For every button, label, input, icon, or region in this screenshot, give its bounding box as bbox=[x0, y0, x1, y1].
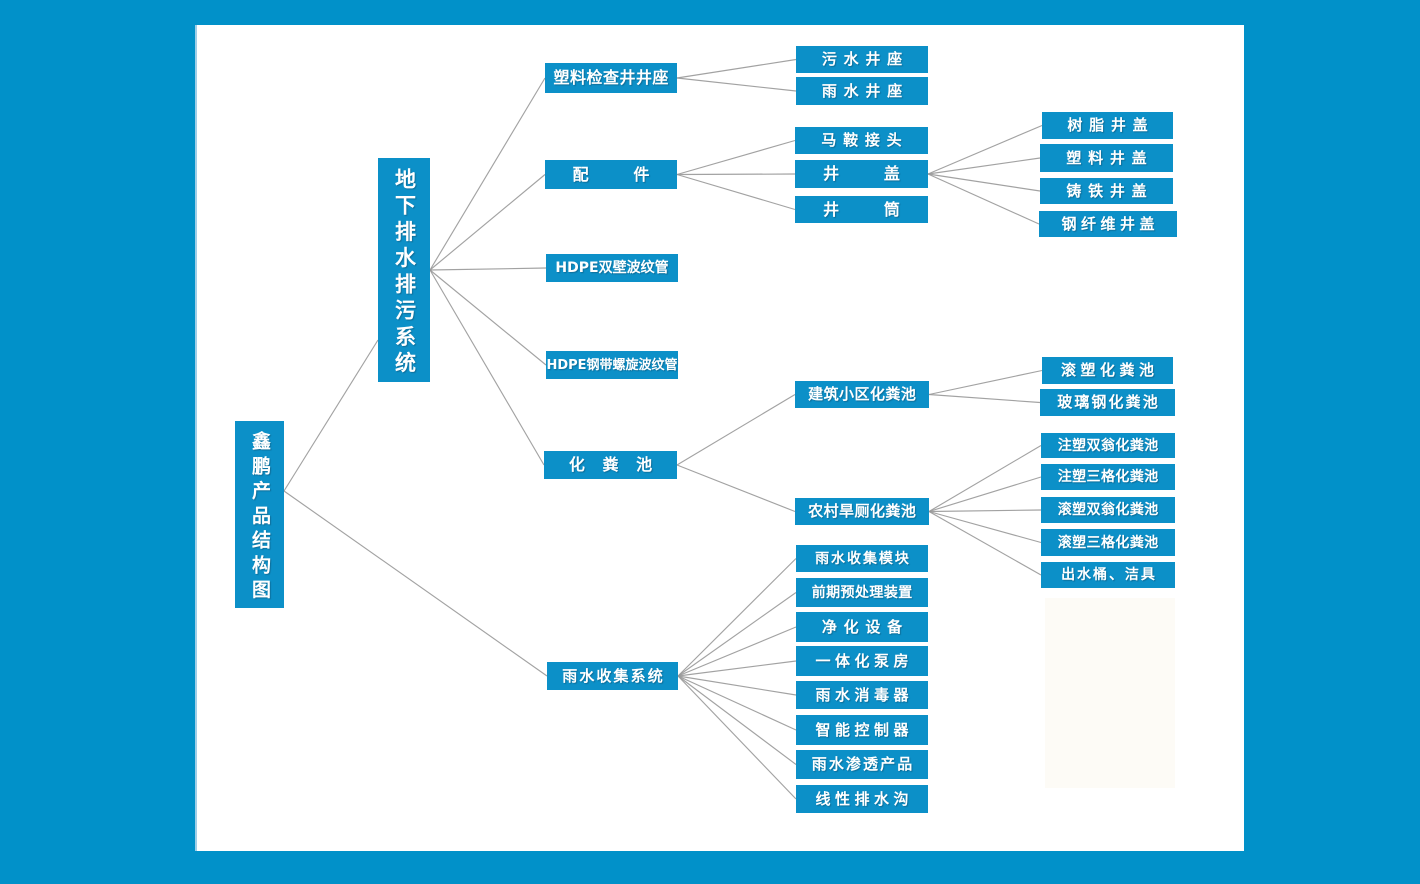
node-fittings: 配件 bbox=[545, 160, 677, 189]
node-outlet-sanitary: 出水桶、洁具 bbox=[1041, 562, 1175, 588]
node-cast-iron-cover: 铸铁井盖 bbox=[1040, 178, 1173, 204]
node-plastic-cover: 塑料井盖 bbox=[1040, 144, 1173, 172]
node-roto-three-septic: 滚塑三格化粪池 bbox=[1041, 529, 1175, 556]
node-resin-cover: 树脂井盖 bbox=[1042, 112, 1173, 139]
node-rain-infiltration: 雨水渗透产品 bbox=[796, 750, 928, 779]
node-label: 滚塑三格化粪池 bbox=[1057, 534, 1159, 551]
node-label: 马鞍接头 bbox=[821, 131, 909, 149]
node-label: 铸铁井盖 bbox=[1066, 181, 1154, 200]
node-label: 净化设备 bbox=[821, 617, 909, 636]
node-linear-drain: 线性排水沟 bbox=[796, 785, 928, 813]
node-label: 塑料井盖 bbox=[1066, 148, 1154, 167]
node-label: 配件 bbox=[572, 164, 695, 184]
node-label: 注塑三格化粪池 bbox=[1057, 469, 1159, 485]
node-root: 鑫鹏产品结构图 bbox=[235, 421, 284, 608]
node-underground: 地下排水排污系统 bbox=[378, 158, 430, 382]
node-hdpe-double-wall: HDPE双壁波纹管 bbox=[546, 254, 678, 282]
node-manhole-cover: 井盖 bbox=[795, 160, 928, 188]
node-label: 智能控制器 bbox=[815, 720, 913, 739]
node-label: 井筒 bbox=[823, 199, 945, 219]
node-label: 雨水渗透产品 bbox=[811, 755, 915, 773]
node-label: 雨水消毒器 bbox=[815, 685, 913, 704]
node-inj-double-septic: 注塑双翁化粪池 bbox=[1041, 433, 1175, 458]
node-hdpe-steel-spiral: HDPE钢带螺旋波纹管 bbox=[546, 351, 678, 379]
node-label: 农村旱厕化粪池 bbox=[808, 502, 917, 520]
node-label: 前期预处理装置 bbox=[811, 584, 913, 601]
node-label: 雨水收集模块 bbox=[815, 550, 911, 567]
node-label: HDPE钢带螺旋波纹管 bbox=[546, 357, 678, 373]
node-inspection-base: 塑料检查井井座 bbox=[545, 63, 677, 93]
node-label: 塑料检查井井座 bbox=[553, 68, 669, 87]
node-rain-module: 雨水收集模块 bbox=[796, 545, 928, 572]
node-steel-fiber-cover: 钢纤维井盖 bbox=[1039, 211, 1177, 237]
node-label: HDPE双壁波纹管 bbox=[555, 260, 669, 276]
node-label: 滚塑双翁化粪池 bbox=[1057, 502, 1159, 518]
node-label: 化粪池 bbox=[568, 455, 670, 474]
faint-watermark-artifact bbox=[1045, 598, 1175, 788]
node-smart-controller: 智能控制器 bbox=[796, 715, 928, 745]
node-inj-three-septic: 注塑三格化粪池 bbox=[1041, 464, 1175, 490]
node-septic-tank: 化粪池 bbox=[544, 451, 677, 479]
node-label: 地下排水排污系统 bbox=[392, 167, 417, 378]
node-label: 树脂井盖 bbox=[1067, 116, 1155, 134]
node-purification: 净化设备 bbox=[796, 612, 928, 642]
node-saddle-joint: 马鞍接头 bbox=[795, 127, 928, 154]
node-community-septic: 建筑小区化粪池 bbox=[795, 381, 929, 408]
node-frp-septic: 玻璃钢化粪池 bbox=[1040, 389, 1175, 416]
node-label: 一体化泵房 bbox=[815, 651, 913, 670]
node-roto-double-septic: 滚塑双翁化粪池 bbox=[1041, 497, 1175, 523]
node-label: 钢纤维井盖 bbox=[1061, 214, 1159, 233]
node-label: 线性排水沟 bbox=[815, 789, 913, 808]
node-roto-septic: 滚塑化粪池 bbox=[1042, 357, 1173, 384]
node-well-shaft: 井筒 bbox=[795, 196, 928, 223]
node-label: 滚塑化粪池 bbox=[1060, 361, 1159, 379]
node-rural-septic: 农村旱厕化粪池 bbox=[795, 498, 929, 525]
node-label: 鑫鹏产品结构图 bbox=[249, 430, 271, 604]
node-pump-house: 一体化泵房 bbox=[796, 646, 928, 676]
node-label: 出水桶、洁具 bbox=[1061, 567, 1157, 583]
node-sewage-seat: 污水井座 bbox=[796, 46, 928, 73]
node-label: 建筑小区化粪池 bbox=[808, 385, 917, 403]
node-label: 雨水收集系统 bbox=[562, 666, 665, 685]
node-label: 井盖 bbox=[823, 164, 945, 183]
node-disinfector: 雨水消毒器 bbox=[796, 681, 928, 709]
node-label: 注塑双翁化粪池 bbox=[1057, 437, 1159, 454]
node-pretreatment: 前期预处理装置 bbox=[796, 578, 928, 607]
node-rain-seat: 雨水井座 bbox=[796, 77, 928, 105]
node-label: 玻璃钢化粪池 bbox=[1057, 393, 1160, 411]
node-rainwater-system: 雨水收集系统 bbox=[547, 662, 678, 690]
node-label: 雨水井座 bbox=[821, 81, 909, 100]
node-label: 污水井座 bbox=[821, 50, 909, 68]
